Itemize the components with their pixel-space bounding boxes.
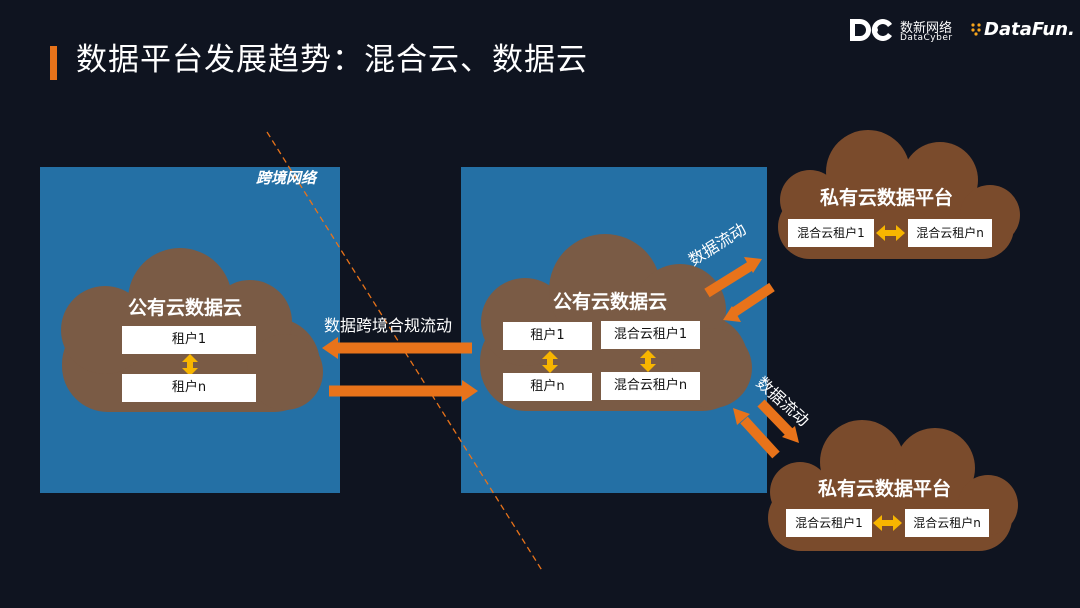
private-top-tenant-n: 混合云租户n (908, 219, 992, 247)
cross-flow-label: 数据跨境合规流动 (324, 316, 453, 335)
logo-datafun: DataFun. (984, 19, 1075, 40)
cross-border-network-label: 跨境网络 (256, 169, 317, 187)
logo-datacyber-en: DataCyber (900, 33, 953, 43)
private-top-title: 私有云数据平台 (820, 187, 954, 209)
flow-arrows-bottom (733, 399, 799, 459)
datafun-dots-icon (971, 23, 981, 36)
private-top-tenant-1: 混合云租户1 (788, 219, 874, 247)
middle-tenant-n: 租户n (503, 373, 592, 401)
middle-cloud-title: 公有云数据云 (553, 291, 668, 313)
middle-hybrid-tenant-1: 混合云租户1 (601, 321, 700, 349)
title-accent-bar (50, 46, 57, 80)
private-bottom-tenant-1: 混合云租户1 (786, 509, 872, 537)
tenant-arrows (182, 225, 905, 531)
middle-tenant-1: 租户1 (503, 322, 592, 350)
datacyber-logo-icon (850, 19, 892, 41)
flow-arrows-top (704, 257, 775, 322)
left-cloud-title: 公有云数据云 (128, 297, 243, 319)
logo-datacyber-cn: 数新网络 (900, 21, 953, 36)
middle-hybrid-tenant-n: 混合云租户n (601, 372, 700, 400)
private-bottom-title: 私有云数据平台 (818, 478, 952, 500)
left-tenant-1: 租户1 (122, 326, 256, 354)
left-tenant-n: 租户n (122, 374, 256, 402)
cross-border-arrows (322, 337, 478, 402)
private-bottom-tenant-n: 混合云租户n (905, 509, 989, 537)
cross-border-dashed-line (266, 131, 544, 573)
page-title: 数据平台发展趋势：混合云、数据云 (76, 42, 588, 78)
